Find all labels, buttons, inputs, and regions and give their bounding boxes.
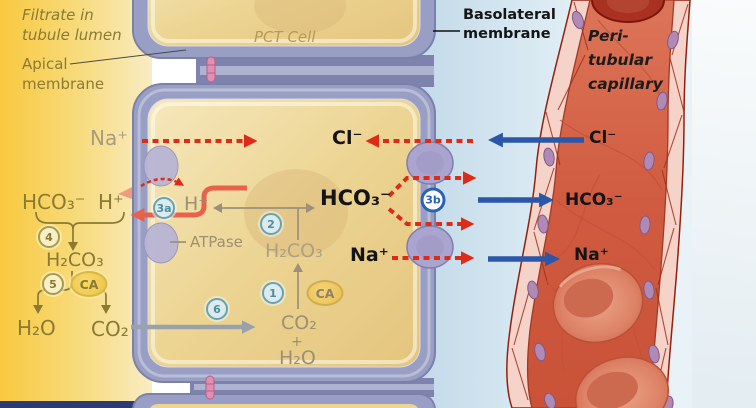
na-antiporter-arc: [140, 177, 185, 188]
apical-transporters: [143, 145, 179, 264]
lumen-hco3-label: HCO₃⁻: [22, 190, 86, 214]
apical-pointer-line: [69, 49, 187, 65]
step-3b-badge: 3b: [420, 187, 446, 213]
carbonic-anhydrase-lumen-badge: CA: [70, 271, 108, 297]
red-blood-cell-mid: [552, 262, 644, 344]
apical-membrane-label: Apical membrane: [22, 55, 105, 93]
lumen-na-label: Na⁺: [90, 126, 128, 150]
capillary-cl-label: Cl⁻: [589, 128, 617, 148]
blue-arrows: [478, 132, 584, 267]
peritubular-capillary: [506, 0, 691, 408]
cell-plus-label: +: [291, 334, 303, 350]
red-dashed-arrows: [142, 134, 477, 265]
pct-cell-label: PCT Cell: [254, 28, 316, 46]
tubule-lumen-background: [0, 0, 152, 408]
hco3-exit-upper-arrow: [387, 171, 477, 198]
step-4-badge: 4: [38, 226, 60, 248]
cell-h-label: H⁺: [184, 193, 209, 215]
cell-cl-label: Cl⁻: [332, 127, 363, 149]
cell-co2-label: CO₂: [281, 312, 317, 334]
step-6-badge: 6: [206, 298, 228, 320]
cell-reaction-arrows: [170, 207, 306, 309]
step-5-badge: 5: [42, 273, 64, 295]
filtrate-label: Filtrate in tubule lumen: [22, 6, 122, 44]
cell-nucleus: [244, 169, 348, 257]
endothelial-nuclei: [527, 10, 679, 408]
basolateral-membrane-label: Basolateral membrane: [463, 7, 556, 42]
cell-hco3-label: HCO₃⁻: [320, 186, 392, 210]
red-blood-cell-bottom: [574, 356, 670, 408]
pct-cell-upper: [132, 0, 436, 59]
capillary-na-label: Na⁺: [574, 245, 609, 265]
step-3a-badge: 3a: [153, 197, 175, 219]
h-secretion-arrow: [130, 185, 247, 222]
step-2-badge: 2: [260, 213, 282, 235]
lumen-h-label: H⁺: [98, 190, 124, 214]
cell-na-label: Na⁺: [350, 244, 389, 266]
atpase-label: ATPase: [190, 233, 243, 251]
h-exit-arrowhead: [118, 187, 132, 199]
red-blood-cell-top: [591, 0, 665, 23]
pct-cell-lower: [132, 393, 436, 408]
cell-h2co3-label: H₂CO₃: [265, 240, 323, 262]
hco3-exit-lower-arrow: [387, 207, 475, 231]
tight-junctions: [205, 56, 216, 400]
lumen-reaction-arrowheads: [33, 242, 111, 314]
carbonic-anhydrase-cell-badge: CA: [306, 280, 344, 306]
step-1-badge: 1: [262, 282, 284, 304]
cell-reaction-arrowheads: [213, 203, 315, 272]
lumen-h2co3-label: H₂CO₃: [46, 249, 104, 271]
bottom-border-strip: [0, 401, 150, 408]
capillary-hco3-label: HCO₃⁻: [565, 190, 623, 210]
pct-cell-main: [132, 83, 436, 383]
cell-h2o-label: H₂O: [279, 347, 316, 369]
lumen-co2-label: CO₂: [91, 317, 129, 341]
right-background: [692, 0, 756, 408]
lumen-h2o-label: H₂O: [17, 316, 56, 340]
peritubular-capillary-label: Peri- tubular capillary: [588, 27, 663, 94]
